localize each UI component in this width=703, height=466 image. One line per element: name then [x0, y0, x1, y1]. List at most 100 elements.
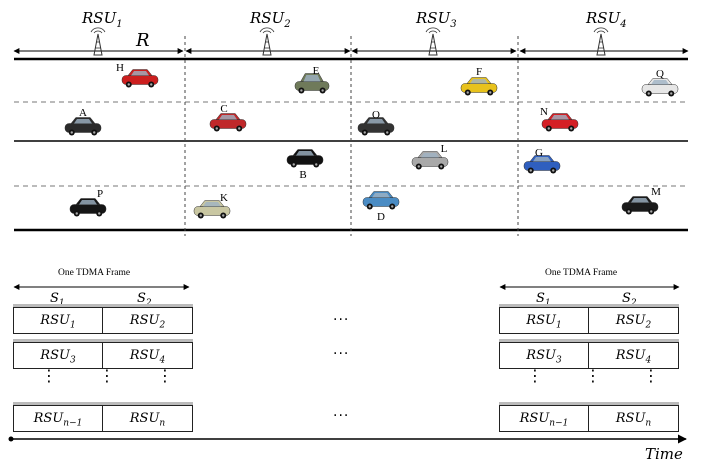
ellipsis-1: ··· — [333, 312, 350, 328]
cell-sub: n — [645, 418, 652, 429]
tdma-cell: RSU2 — [589, 308, 678, 333]
antenna-icon — [90, 27, 106, 56]
tdma-cell: RSUn−1 — [14, 406, 103, 431]
cell-sub: n−1 — [549, 418, 569, 429]
slot-label-right-1: S1 — [536, 291, 551, 309]
tdma-row-right-2: RSU3 RSU4 — [499, 342, 679, 369]
cell-sub: n — [159, 418, 166, 429]
vdots-right-3: ⋮ — [643, 366, 659, 385]
slot-s-text: S — [137, 291, 146, 306]
range-label: R — [135, 30, 150, 51]
slot-label-right-2: S2 — [622, 291, 637, 309]
vehicle-label: B — [299, 169, 306, 181]
rsu-antennas — [90, 27, 609, 56]
cell-sub: 3 — [69, 355, 76, 366]
vehicle-E: E — [294, 65, 330, 94]
road — [14, 36, 688, 236]
antenna-icon — [593, 27, 609, 56]
rsu-4-label: RSU4 — [585, 9, 627, 30]
vehicle-label: N — [540, 106, 548, 118]
vdots-left-1: ⋮ — [41, 366, 57, 385]
cell-text: RSU — [40, 313, 70, 328]
time-label: Time — [645, 445, 683, 463]
tdma-row-right-1: RSU1 RSU2 — [499, 307, 679, 334]
vehicle-label: L — [441, 143, 448, 155]
antenna-icon — [425, 27, 441, 56]
tdma-row-left-3: RSUn−1 RSUn — [13, 405, 193, 432]
slot-sub: 1 — [544, 298, 551, 309]
antenna-icon — [259, 27, 275, 56]
vehicle-label: K — [220, 192, 228, 204]
slot-sub: 2 — [145, 298, 152, 309]
vehicle-label: Q — [656, 68, 664, 80]
vehicle-C: C — [209, 103, 247, 132]
vehicle-P: P — [69, 188, 107, 217]
vehicle-G: G — [523, 147, 561, 174]
tdma-cell: RSU1 — [14, 308, 103, 333]
vehicle-L: L — [411, 143, 449, 170]
tdma-cell: RSU4 — [103, 343, 192, 368]
tdma-cell: RSU4 — [589, 343, 678, 368]
vehicle-label: A — [79, 107, 87, 119]
ellipsis-2: ··· — [333, 346, 350, 362]
vdots-left-2: ⋮ — [99, 366, 115, 385]
cell-sub: n−1 — [63, 418, 83, 429]
tdma-cell: RSU2 — [103, 308, 192, 333]
frame-label-left: One TDMA Frame — [58, 268, 131, 278]
tdma-row-right-3: RSUn−1 RSUn — [499, 405, 679, 432]
vehicle-label: P — [97, 188, 103, 200]
slot-label-left-2: S2 — [137, 291, 152, 309]
frame-label-right: One TDMA Frame — [545, 268, 618, 278]
vehicle-label: H — [116, 62, 124, 74]
ellipsis-3: ··· — [333, 408, 350, 424]
vdots-left-3: ⋮ — [157, 366, 173, 385]
cell-sub: 4 — [645, 355, 652, 366]
cell-text: RSU — [129, 411, 160, 426]
rsu-2-label: RSU2 — [249, 9, 291, 30]
vehicle-label: F — [476, 66, 482, 78]
vehicle-label: C — [220, 103, 227, 115]
cell-sub: 1 — [69, 320, 76, 331]
cell-sub: 4 — [159, 355, 166, 366]
rsu-labels: RSU1 RSU2 RSU3 RSU4 — [81, 9, 627, 30]
cell-sub: 2 — [645, 320, 652, 331]
cell-sub: 2 — [159, 320, 166, 331]
rsu-1-label: RSU1 — [81, 9, 123, 30]
tdma-cell: RSU3 — [14, 343, 103, 368]
cell-text: RSU — [615, 411, 646, 426]
cell-text: RSU — [526, 313, 556, 328]
vehicle-N: N — [540, 106, 579, 132]
cell-text: RSU — [519, 411, 550, 426]
tdma-cell: RSUn — [589, 406, 678, 431]
vdots-right-1: ⋮ — [527, 366, 543, 385]
vehicle-Q: Q — [641, 68, 679, 97]
tdma-cell: RSUn — [103, 406, 192, 431]
cell-sub: 1 — [555, 320, 562, 331]
cell-text: RSU — [129, 348, 160, 363]
vehicle-B: B — [286, 149, 324, 181]
rsu-3-label: RSU3 — [415, 9, 457, 30]
vehicle-F: F — [460, 66, 498, 96]
cell-sub: 3 — [555, 355, 562, 366]
vehicle-label: O — [372, 109, 380, 121]
vehicle-label: M — [651, 186, 661, 198]
vehicle-label: E — [313, 65, 320, 77]
slot-sub: 1 — [58, 298, 65, 309]
vehicle-A: A — [64, 107, 102, 136]
tdma-cell: RSU3 — [500, 343, 589, 368]
slot-sub: 2 — [630, 298, 637, 309]
vehicle-M: M — [621, 186, 661, 215]
time-axis-origin — [8, 436, 14, 442]
tdma-row-left-1: RSU1 RSU2 — [13, 307, 193, 334]
vehicle-D: D — [362, 191, 400, 223]
vdots-right-2: ⋮ — [585, 366, 601, 385]
slot-s-text: S — [536, 291, 545, 306]
tdma-cell: RSU1 — [500, 308, 589, 333]
cell-text: RSU — [615, 313, 646, 328]
vehicle-label: D — [377, 211, 385, 223]
vehicle-label: G — [535, 147, 543, 159]
cell-text: RSU — [526, 348, 556, 363]
vehicle-H: H — [116, 62, 159, 88]
cell-text: RSU — [129, 313, 160, 328]
